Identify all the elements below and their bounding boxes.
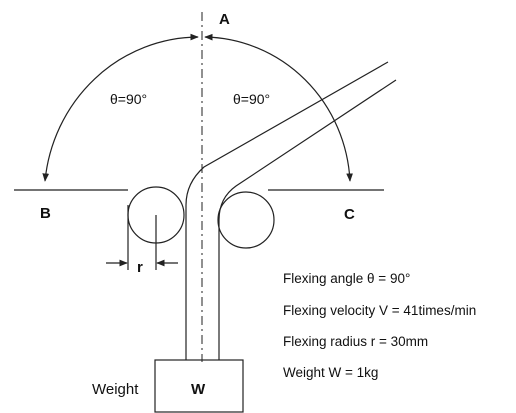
spec-flexing-radius: Flexing radius r = 30mm <box>283 334 428 349</box>
label-a: A <box>219 11 230 28</box>
weight-box <box>154 359 244 413</box>
label-c: C <box>344 206 355 223</box>
weight-word: Weight <box>92 381 139 398</box>
cable-right-edge <box>218 79 397 360</box>
radius-label: r <box>137 259 143 276</box>
spec-flexing-angle: Flexing angle θ = 90° <box>283 271 410 286</box>
weight-symbol: W <box>191 381 206 398</box>
spec-weight: Weight W = 1kg <box>283 365 378 380</box>
spec-flexing-velocity: Flexing velocity V = 41times/min <box>283 303 476 318</box>
angle-label-right: θ=90° <box>233 91 270 107</box>
right-roller <box>217 191 275 249</box>
angle-label-left: θ=90° <box>110 91 147 107</box>
cable-left-edge <box>185 61 389 360</box>
angle-arc-left <box>42 33 199 182</box>
label-b: B <box>40 205 51 222</box>
angle-arc-right <box>204 33 353 182</box>
